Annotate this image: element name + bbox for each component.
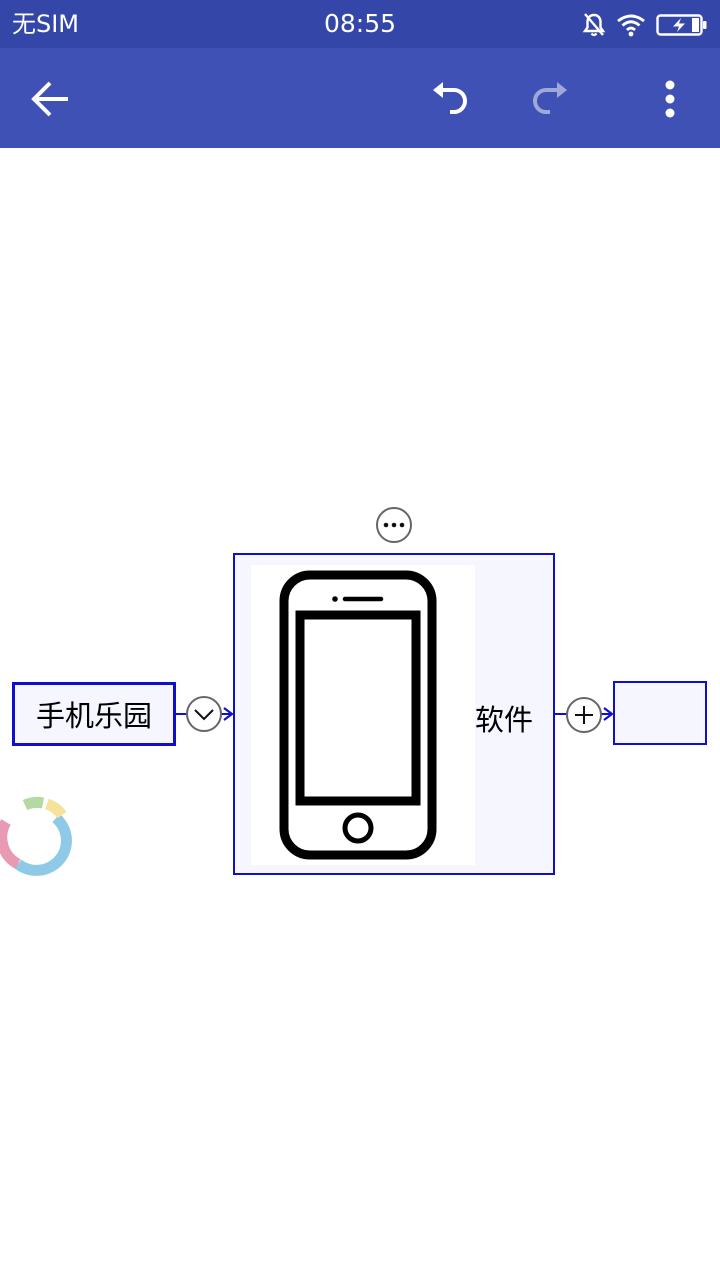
undo-button[interactable] [424, 73, 476, 125]
mindmap-node-child[interactable] [613, 681, 707, 745]
node-image [251, 565, 475, 865]
chevron-down-icon [194, 709, 214, 721]
connector-arrow-icon [603, 707, 614, 721]
connector-arrow-icon [223, 707, 234, 721]
battery-charging-icon [656, 14, 707, 36]
status-icons [582, 10, 708, 40]
status-time: 08:55 [323, 9, 397, 38]
back-button[interactable] [24, 73, 76, 125]
ellipsis-icon [383, 522, 405, 528]
node-more-button[interactable] [376, 507, 412, 543]
redo-button[interactable] [524, 73, 576, 125]
redo-icon [533, 82, 567, 114]
mindmap-node-main[interactable]: 软件 [233, 553, 555, 875]
undo-icon [433, 82, 467, 114]
wifi-icon [617, 14, 645, 37]
add-child-button[interactable] [566, 697, 602, 733]
toolbar [0, 48, 720, 148]
back-arrow-icon [31, 81, 68, 117]
more-vert-icon [665, 80, 675, 118]
loading-spinner-icon [0, 796, 72, 876]
node-label: 手机乐园 [35, 699, 152, 733]
plus-icon [575, 706, 593, 724]
more-options-button[interactable] [644, 73, 696, 125]
collapse-button[interactable] [186, 696, 222, 732]
smartphone-icon [279, 570, 437, 860]
status-bar: 无SIM 08:55 [0, 0, 720, 48]
mindmap-node-root[interactable]: 手机乐园 [12, 682, 176, 746]
node-label: 软件 [475, 703, 534, 737]
carrier-label: 无SIM [12, 10, 80, 38]
mute-bell-icon [582, 13, 606, 37]
